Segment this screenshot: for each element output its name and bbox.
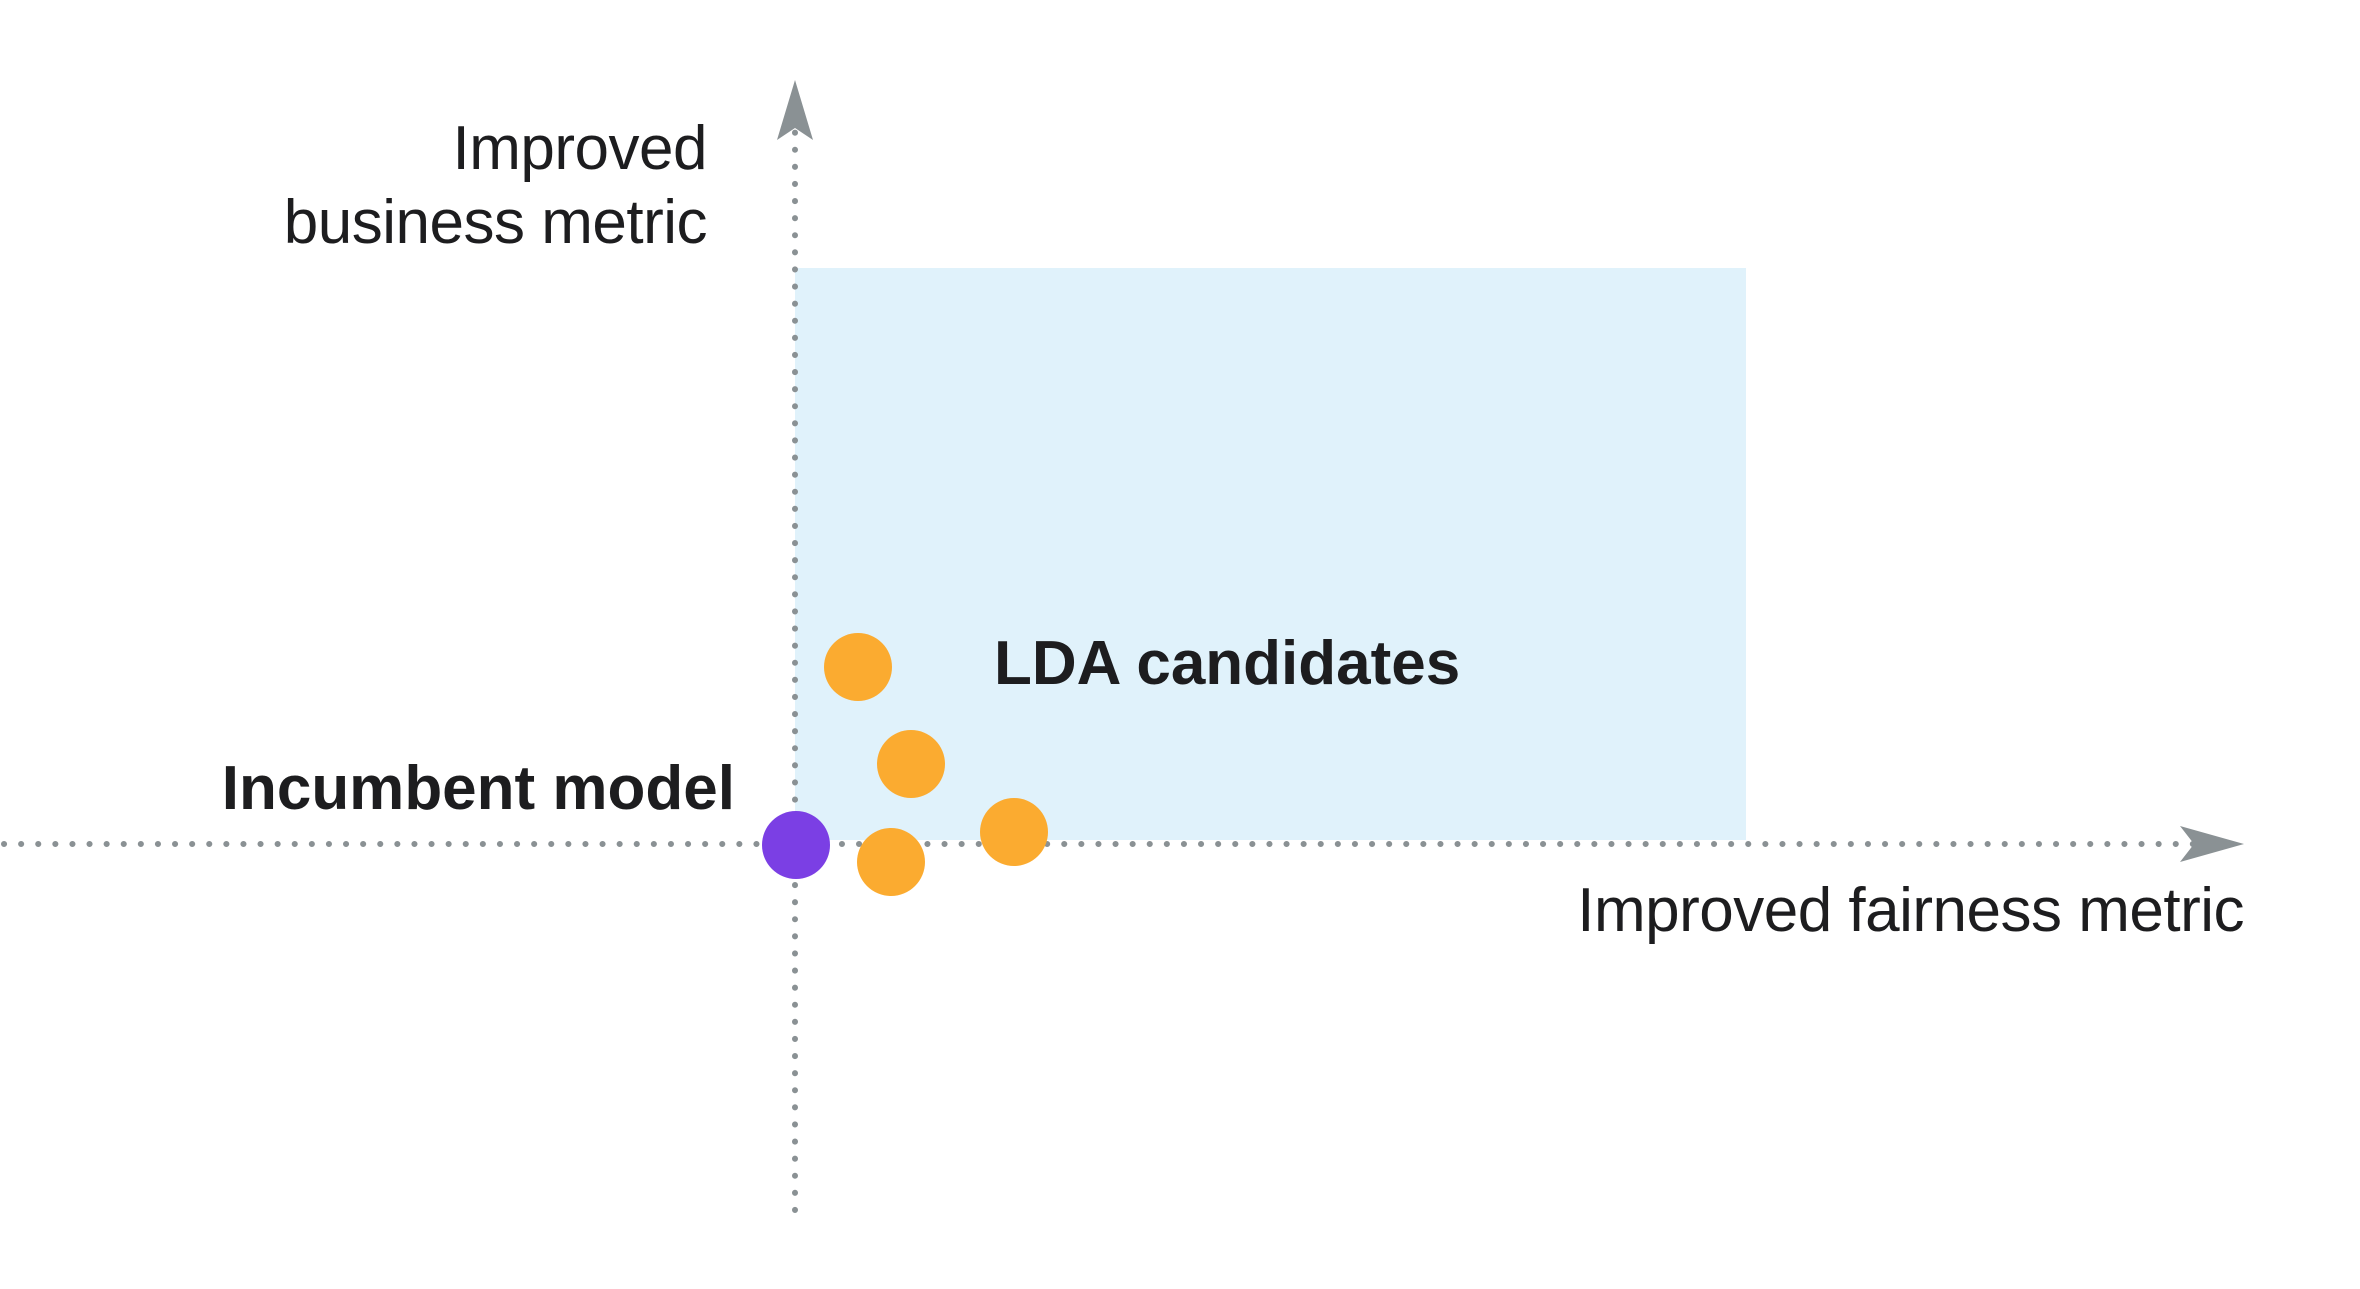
x-axis-arrowhead [2180,826,2244,862]
lda-candidate-point [824,633,892,701]
y-axis-label-line1: Improved [452,114,708,183]
lda-candidate-point [857,828,925,896]
y-axis-arrowhead [777,80,813,140]
y-axis-label: Improved business metric [283,112,708,260]
incumbent-model-label: Incumbent model [221,754,735,823]
x-axis-label: Improved fairness metric [1577,876,2244,945]
lda-candidate-point [877,730,945,798]
lda-candidate-point [980,798,1048,866]
incumbent-model-point [762,811,830,879]
y-axis-label-line2: business metric [283,188,708,257]
improvement-region [795,268,1746,840]
lda-candidates-label: LDA candidates [994,629,1461,698]
